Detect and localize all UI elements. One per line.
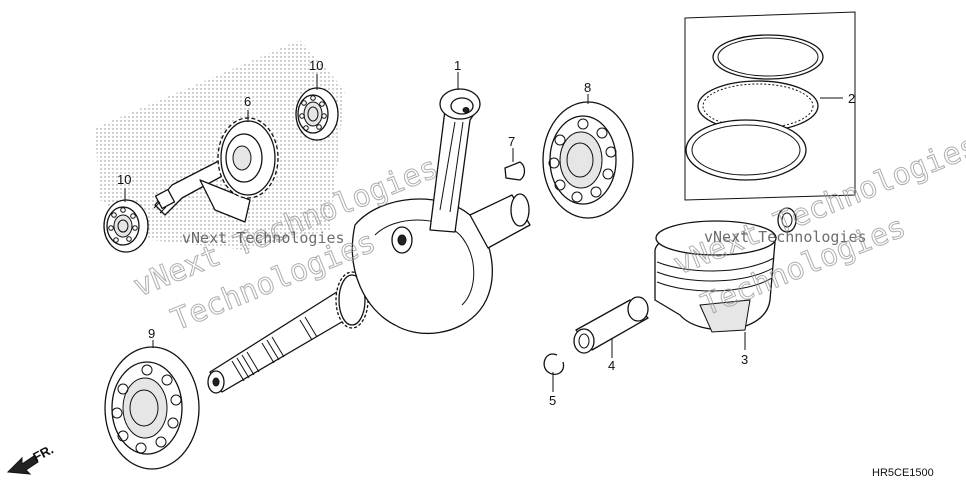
callout-10-upper: 10 xyxy=(309,58,323,73)
callout-7: 7 xyxy=(508,134,515,149)
callout-3: 3 xyxy=(741,352,748,367)
bearing-part-9[interactable] xyxy=(104,346,200,470)
crankshaft-part-1[interactable] xyxy=(207,88,531,394)
svg-text:vNext Technologies: vNext Technologies xyxy=(704,228,867,246)
bearing-part-8[interactable] xyxy=(542,101,634,219)
balancer-gear xyxy=(217,117,279,199)
piston-pin-part-4[interactable] xyxy=(573,296,649,354)
woodruff-key-part-7[interactable] xyxy=(504,161,526,181)
balancer-shaft-part-6[interactable] xyxy=(153,117,279,223)
bearing-part-10-upper[interactable] xyxy=(295,87,339,141)
callout-1: 1 xyxy=(454,58,461,73)
callout-9: 9 xyxy=(148,326,155,341)
piston-part-3[interactable] xyxy=(654,220,777,333)
piston-ring-set-part-2[interactable] xyxy=(684,11,856,201)
callout-4: 4 xyxy=(608,358,615,373)
piston-pin-clip-right[interactable] xyxy=(777,207,797,233)
front-direction-marker: FR. xyxy=(6,442,56,475)
bearing-part-10-lower[interactable] xyxy=(103,199,149,253)
callout-5: 5 xyxy=(549,393,556,408)
leader-lines xyxy=(124,72,843,392)
callout-10-lower: 10 xyxy=(117,172,131,187)
callout-8: 8 xyxy=(584,80,591,95)
diagram-code: HR5CE1500 xyxy=(872,467,934,479)
piston-pin-clip-part-5[interactable] xyxy=(543,353,565,376)
crankshaft-splines xyxy=(231,316,318,382)
svg-text:vNext Technologies: vNext Technologies xyxy=(182,229,345,247)
callout-2: 2 xyxy=(848,91,855,106)
callout-6: 6 xyxy=(244,94,251,109)
front-arrow-icon xyxy=(6,455,39,475)
